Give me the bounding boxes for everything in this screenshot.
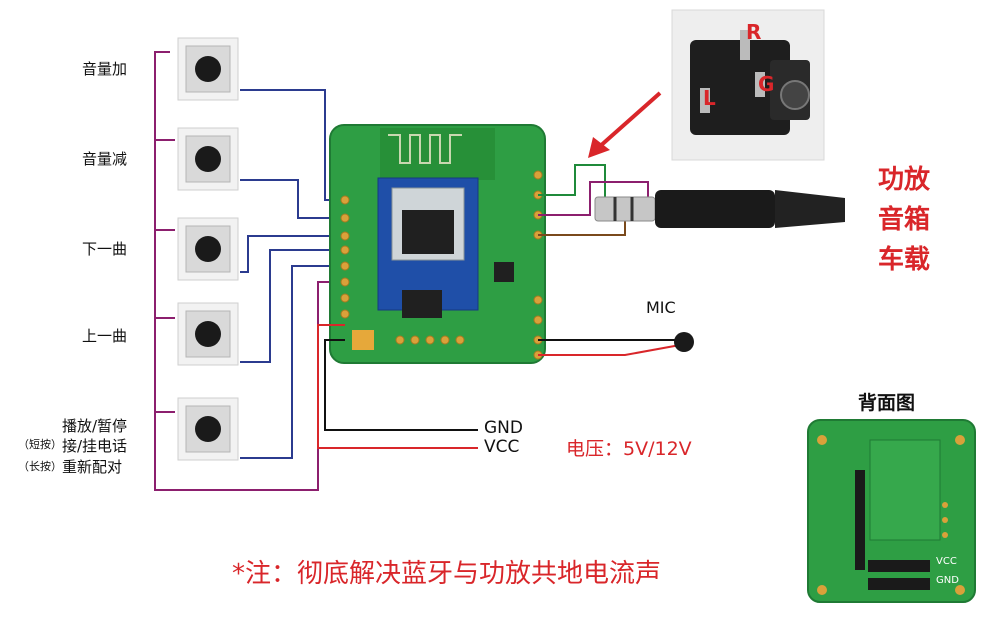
label-next-track: 下一曲 [82,240,128,258]
label-volume-down: 音量减 [82,150,128,168]
wire-blue-play [240,265,340,459]
jack-pin-l: L [703,86,716,110]
mic-label: MIC [646,298,676,317]
main-bluetooth-board [329,124,546,364]
footnote: *注：彻底解决蓝牙与功放共地电流声 [232,559,662,589]
use-speaker: 音箱 [878,205,931,235]
label-vcc: VCC [484,437,520,457]
label-play-pause: 播放/暂停 [62,417,128,435]
wire-vcc [317,324,478,449]
use-amplifier: 功放 [878,165,931,195]
voltage-label: 电压：5V/12V [566,438,692,460]
label-gnd: GND [484,418,523,438]
wire-blue-vol-down [240,179,340,219]
jack-pin-r: R [746,20,762,44]
audio-plug [594,190,845,228]
wire-mic-red [538,344,681,356]
button-volume-down [177,127,239,191]
label-prev-track: 上一曲 [82,327,128,345]
wire-blue-next [240,235,340,273]
wire-gnd [324,339,478,431]
label-volume-up: 音量加 [82,60,128,78]
back-gnd: GND [936,575,959,586]
wire-jack-green [538,164,606,208]
back-view-title: 背面图 [858,392,916,414]
back-vcc: VCC [936,556,957,567]
label-answer-call: 接/挂电话 [62,437,128,455]
audio-jack-socket [690,30,810,135]
label-short-press: （短按） [18,438,62,451]
wire-blue-prev [240,249,340,363]
wire-jack-purple [538,181,649,216]
back-view-board [807,419,976,603]
microphone [674,332,694,352]
wire-purple-common [154,51,338,491]
button-prev-track [177,302,239,366]
button-volume-up [177,37,239,101]
use-car: 车载 [878,245,931,275]
button-play-pause [177,397,239,461]
jack-pin-g: G [758,72,775,96]
label-re-pair: 重新配对 [62,458,123,476]
button-next-track [177,217,239,281]
label-long-press: （长按） [18,460,62,473]
wire-blue-vol-up [240,89,340,201]
arrow-to-plug [596,91,662,150]
